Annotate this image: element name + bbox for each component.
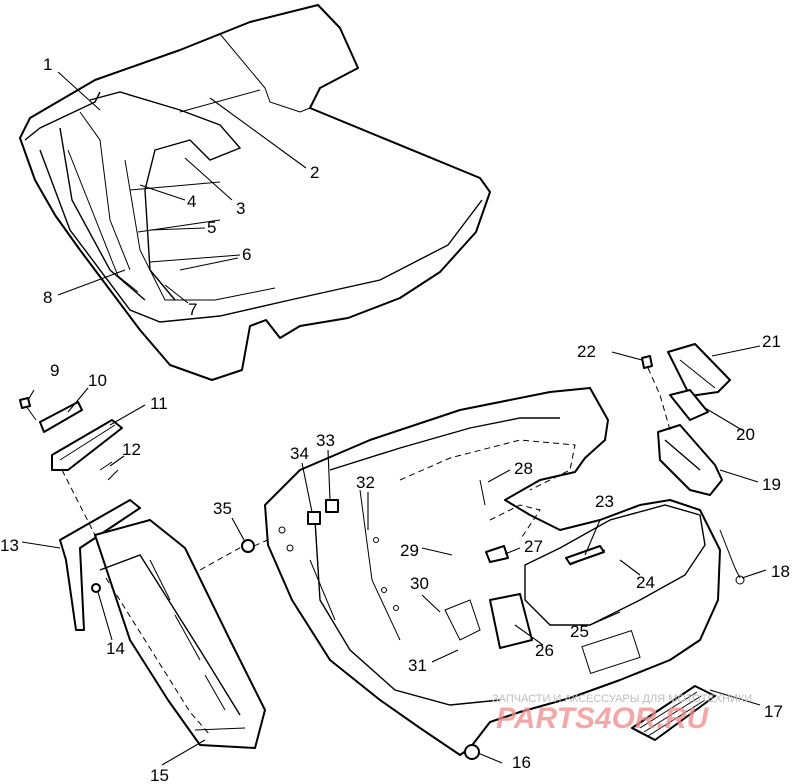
callout-10: 10 bbox=[88, 371, 107, 390]
callout-1: 1 bbox=[43, 55, 52, 74]
watermark: ЗАПЧАСТИ И АКСЕССУАРЫ ДЛЯ МОТОТЕХНИКИ PA… bbox=[492, 693, 752, 735]
callout-6: 6 bbox=[242, 245, 251, 264]
callout-31: 31 bbox=[408, 656, 427, 675]
callout-5: 5 bbox=[207, 218, 216, 237]
callout-32: 32 bbox=[356, 473, 375, 492]
callout-21: 21 bbox=[762, 332, 781, 351]
hood-assembly bbox=[19, 4, 491, 381]
callout-16: 16 bbox=[512, 753, 531, 772]
right-small-parts bbox=[241, 343, 745, 760]
callout-35: 35 bbox=[213, 499, 232, 518]
callout-8: 8 bbox=[43, 288, 52, 307]
leader-lines bbox=[21, 71, 767, 766]
callout-13: 13 bbox=[0, 536, 19, 555]
callout-28: 28 bbox=[514, 459, 533, 478]
callout-4: 4 bbox=[187, 192, 196, 211]
callout-11: 11 bbox=[150, 394, 168, 413]
callout-3: 3 bbox=[236, 199, 245, 218]
callout-22: 22 bbox=[577, 342, 596, 361]
callout-numbers: 1 2 3 4 5 6 7 8 9 10 11 12 13 14 15 16 1… bbox=[0, 55, 790, 784]
callout-9: 9 bbox=[50, 361, 59, 380]
callout-27: 27 bbox=[524, 537, 543, 556]
callout-18: 18 bbox=[771, 562, 790, 581]
callout-30: 30 bbox=[410, 574, 429, 593]
callout-12: 12 bbox=[122, 440, 141, 459]
callout-20: 20 bbox=[736, 425, 755, 444]
callout-34: 34 bbox=[290, 444, 309, 463]
callout-15: 15 bbox=[150, 766, 169, 784]
callout-7: 7 bbox=[188, 300, 197, 319]
watermark-brand: PARTS4OR.RU bbox=[496, 702, 710, 735]
callout-19: 19 bbox=[762, 475, 781, 494]
watermark-caption: ЗАПЧАСТИ И АКСЕССУАРЫ ДЛЯ МОТОТЕХНИКИ bbox=[492, 693, 752, 705]
callout-24: 24 bbox=[636, 573, 655, 592]
callout-29: 29 bbox=[400, 541, 419, 560]
callout-17: 17 bbox=[764, 702, 783, 721]
callout-23: 23 bbox=[595, 492, 614, 511]
callout-2: 2 bbox=[310, 163, 319, 182]
left-bracket-parts bbox=[19, 397, 266, 749]
callout-14: 14 bbox=[106, 639, 125, 658]
callout-26: 26 bbox=[535, 641, 554, 660]
callout-33: 33 bbox=[316, 431, 335, 450]
callout-25: 25 bbox=[570, 622, 589, 641]
